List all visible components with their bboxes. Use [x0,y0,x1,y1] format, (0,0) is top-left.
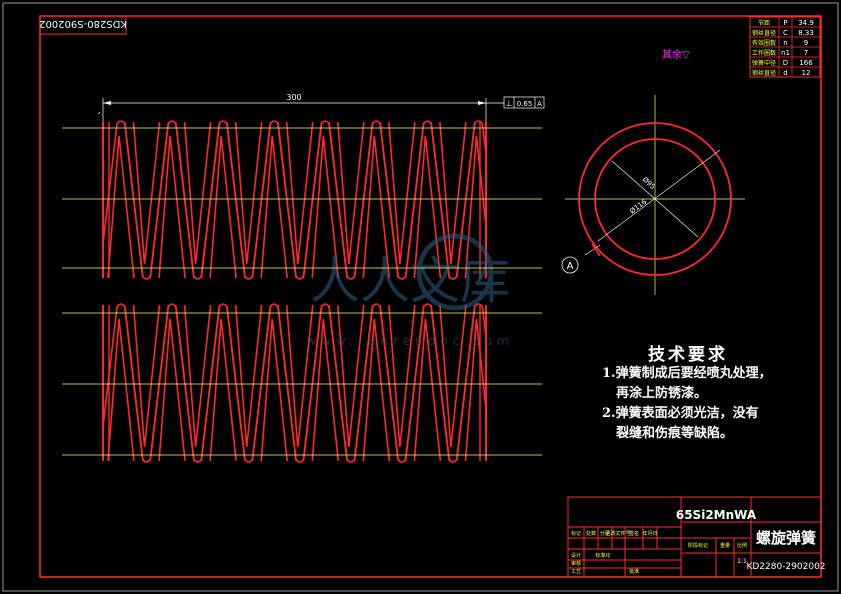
datum-bubble [561,256,579,274]
param-value: 12 [802,69,811,77]
param-symbol: d [783,69,787,77]
title-block-cell: 签名 [629,530,639,537]
param-name: 工作圈数 [752,49,776,57]
param-symbol: C [783,29,788,37]
spring-lower-view [60,297,527,469]
param-name: 钢丝直径 [752,29,776,37]
title-block-cell: 处数 [586,530,596,537]
drawing-border [39,15,822,578]
guide-lines [62,127,542,456]
param-value: 7 [804,49,808,57]
param-symbol: n1 [781,49,790,57]
drawing-number-bottom: KD2280-2902002 [746,562,825,572]
title-block-cell: 工艺 [571,569,581,575]
datum-label: A [567,261,574,272]
drawing-number-top: KDS280-S902002 [39,18,127,29]
svg-text:⊥: ⊥ [506,99,513,108]
parameter-table: 节距 P 34.9 钢丝直径 C 8.33 有效圈数 n 9 工作圈数 n1 7 弹簧中径 D 166 钢丝直… [749,16,821,78]
scale-value: 1:1 [737,558,747,565]
title-block-cell: 年月日 [642,530,657,537]
requirement-line-3: 2.弹簧表面必须光洁，没有 [602,406,759,421]
param-value: 8.33 [798,29,814,37]
param-name: 弹簧中径 [752,59,776,67]
length-dimension: 300 [102,93,504,125]
param-symbol: D [783,59,788,67]
param-symbol: n [783,39,787,47]
title-block-cell: 标准化 [595,552,610,559]
svg-text:0.65: 0.65 [517,100,533,108]
requirement-line-1: 1.弹簧制成后要经喷丸处理， [602,366,772,381]
param-value: 34.9 [798,19,814,27]
title-block [567,496,822,578]
part-name: 螺旋弹簧 [756,529,816,547]
spring-end-section: Ø95 Ø116 A [561,95,745,295]
param-value: 166 [799,59,813,67]
svg-text:A: A [537,100,542,108]
watermark: 人人文库 www.renrendoc.com [306,233,513,348]
requirement-line-4: 裂缝和伤痕等缺陷。 [616,426,734,441]
requirements-title: 技术要求 [648,345,728,365]
title-block-cell: 标记 [571,530,581,537]
title-block-cell: 重量 [720,542,730,549]
title-block-cell: 批准 [629,568,639,575]
title-block-cell: 设计 [571,552,581,559]
tolerance-frame: ⊥ 0.65 A [503,96,545,109]
param-symbol: P [783,19,787,27]
title-block-cell: 分区 [600,530,610,537]
requirement-line-2: 再涂上防锈漆。 [616,386,708,401]
title-block-cell: 比例 [737,542,747,549]
param-name: 钢丝直径 [752,69,776,77]
param-name: 节距 [758,19,770,27]
param-value: 9 [804,39,808,47]
drawing-number-box [39,15,127,35]
watermark-url: www.renrendoc.com [306,334,513,348]
material-label: 65Si2MnWA [676,508,757,522]
length-value: 300 [286,93,301,102]
title-block-cell: 更改文件号 [605,530,630,537]
roughness-note: 其余▽ [662,48,690,61]
outer-diameter-label: Ø116 [628,198,648,216]
param-name: 有效圈数 [752,39,776,47]
title-block-cell: 审核 [571,560,581,567]
title-block-cell: 阶段标记 [688,542,708,549]
watermark-text: 人人文库 [310,252,510,310]
